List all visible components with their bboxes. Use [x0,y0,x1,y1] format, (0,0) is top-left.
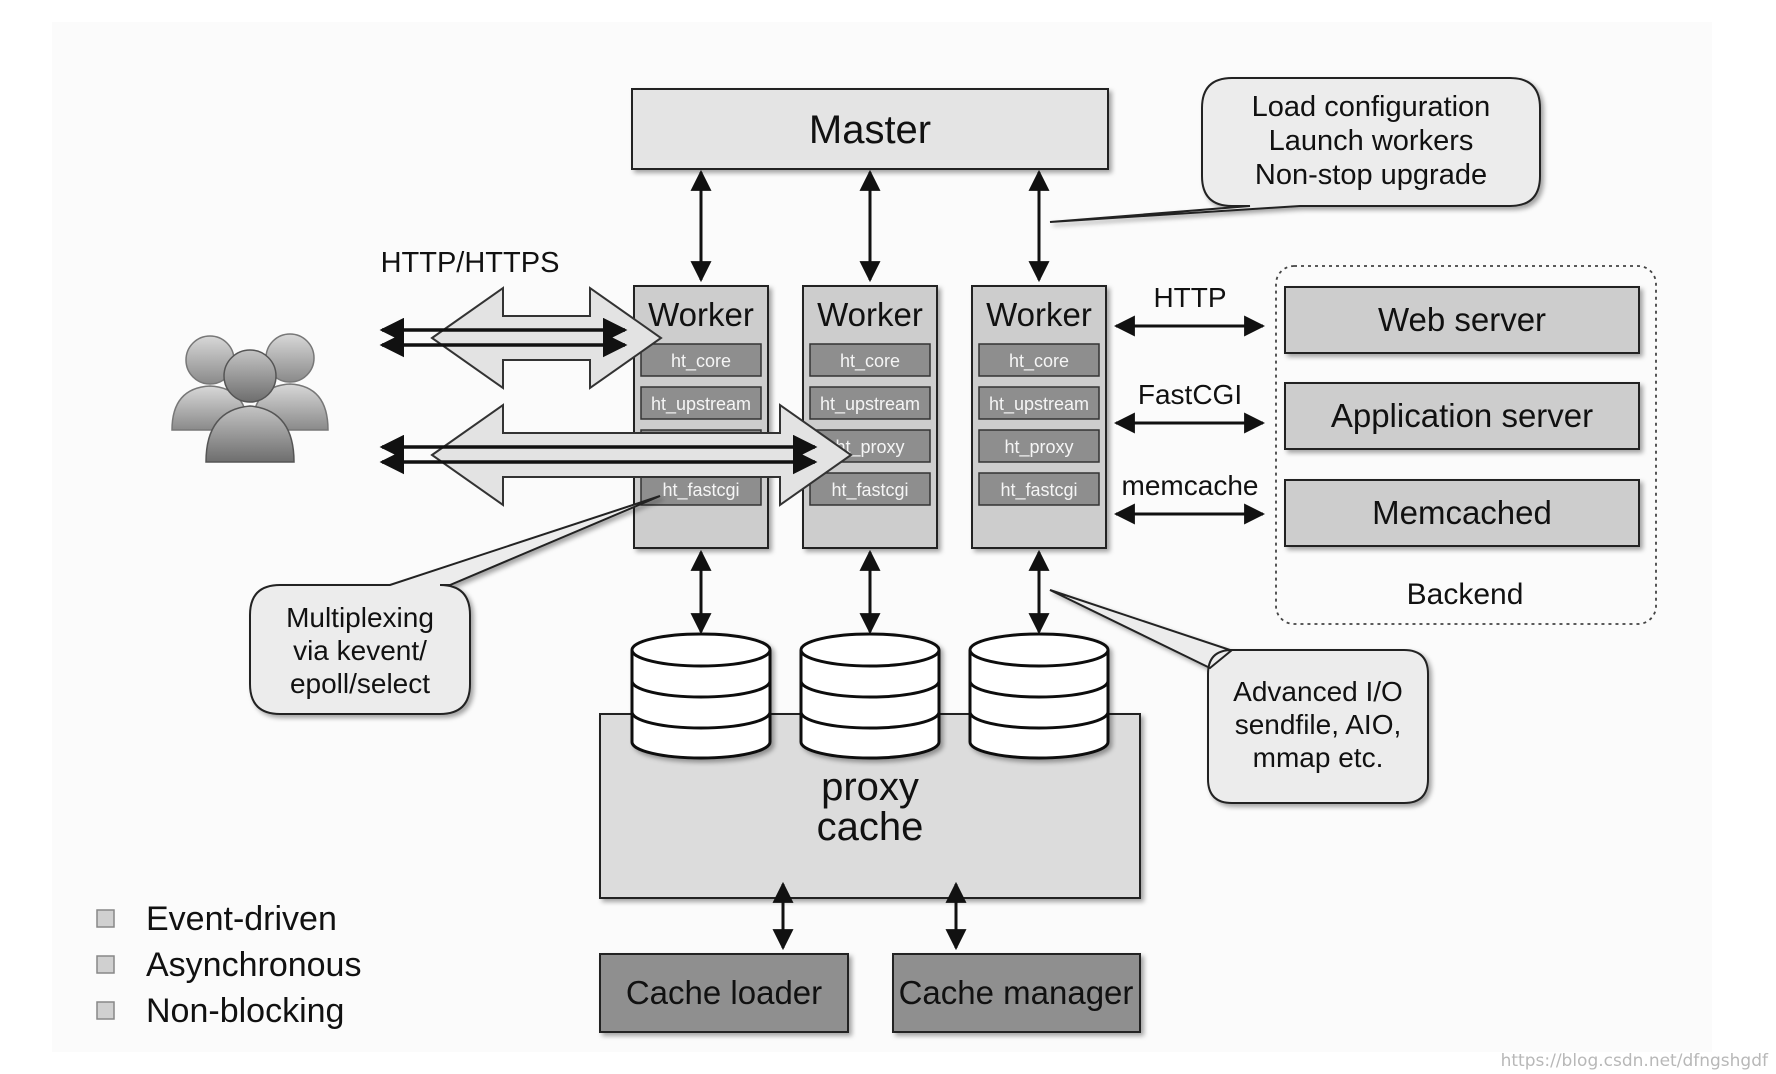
feature-bullet-2 [96,955,115,974]
master-label: Master [809,108,931,152]
cache-disk-1 [630,632,772,760]
worker-3-module-core: ht_core [1009,351,1069,372]
proxy-cache-line-1: proxy [821,765,919,809]
backend-link-memcache: memcache [1122,470,1259,501]
io-callout-line-2: sendfile, AIO, [1235,709,1402,740]
proxy-cache-line-2: cache [817,805,924,849]
feature-non-blocking: Non-blocking [146,992,344,1030]
multiplex-callout-line-1: Multiplexing [286,602,434,633]
feature-bullet-1 [96,909,115,928]
master-worker-arrows [690,169,1050,283]
worker-1-module-core: ht_core [671,351,731,372]
worker-2-label: Worker [817,296,923,333]
backend-link-fastcgi: FastCGI [1138,379,1242,410]
features-list: Event-driven Asynchronous Non-blocking [96,900,361,1030]
backend-group: Web server Application server Memcached … [1275,265,1657,625]
multiplex-callout: Multiplexing via kevent/ epoll/select [249,495,661,715]
users-icon [171,333,329,463]
cache-manager: Cache manager [892,953,1141,1033]
backend-label: Backend [1407,578,1524,611]
protocol-label: HTTP/HTTPS [381,247,560,279]
worker-3: Worker ht_core ht_upstream ht_proxy ht_f… [971,285,1107,549]
io-callout-line-3: mmap etc. [1253,742,1384,773]
worker-3-module-fastcgi: ht_fastcgi [1000,480,1077,501]
worker-2-module-upstream: ht_upstream [820,394,920,415]
cache-loader: Cache loader [599,953,849,1033]
io-callout-line-1: Advanced I/O [1233,676,1403,707]
worker-2-module-fastcgi: ht_fastcgi [831,480,908,501]
worker-3-module-proxy: ht_proxy [1004,437,1073,458]
master-callout: Load configuration Launch workers Non-st… [1049,77,1541,223]
worker-2-module-core: ht_core [840,351,900,372]
multiplex-callout-line-3: epoll/select [290,668,430,699]
master-node: Master [631,88,1109,170]
backend-web-server: Web server [1378,301,1546,338]
multiplex-callout-line-2: via kevent/ [293,635,427,666]
worker-1-module-fastcgi: ht_fastcgi [662,480,739,501]
worker-cache-arrows [690,549,1050,635]
backend-application-server: Application server [1331,397,1593,434]
worker-1: Worker ht_core ht_upstream ht_fastcgi [633,285,769,549]
worker-1-label: Worker [648,296,754,333]
master-callout-line-3: Non-stop upgrade [1255,159,1487,191]
worker-backend-arrows [1113,315,1266,525]
feature-bullet-3 [96,1001,115,1020]
master-callout-line-1: Load configuration [1252,91,1491,123]
worker-2: Worker ht_core ht_upstream ht_proxy ht_f… [802,285,938,549]
cache-manager-label: Cache manager [899,974,1134,1011]
worker-3-module-upstream: ht_upstream [989,394,1089,415]
io-callout: Advanced I/O sendfile, AIO, mmap etc. [1049,589,1429,804]
cache-loader-label: Cache loader [626,974,822,1011]
cache-disk-2 [799,632,941,760]
worker-2-module-proxy: ht_proxy [835,437,904,458]
worker-1-module-upstream: ht_upstream [651,394,751,415]
cache-disk-3 [968,632,1110,760]
feature-asynchronous: Asynchronous [146,946,361,984]
backend-link-http: HTTP [1153,282,1226,313]
cache-process-arrows [772,881,967,951]
master-callout-line-2: Launch workers [1269,125,1474,157]
watermark: https://blog.csdn.net/dfngshgdf [1501,1051,1769,1071]
client-traffic-arrow-lower [379,403,853,507]
feature-event-driven: Event-driven [146,900,337,938]
client-traffic-arrow-upper [379,286,663,390]
backend-memcached: Memcached [1372,494,1552,531]
worker-3-label: Worker [986,296,1092,333]
